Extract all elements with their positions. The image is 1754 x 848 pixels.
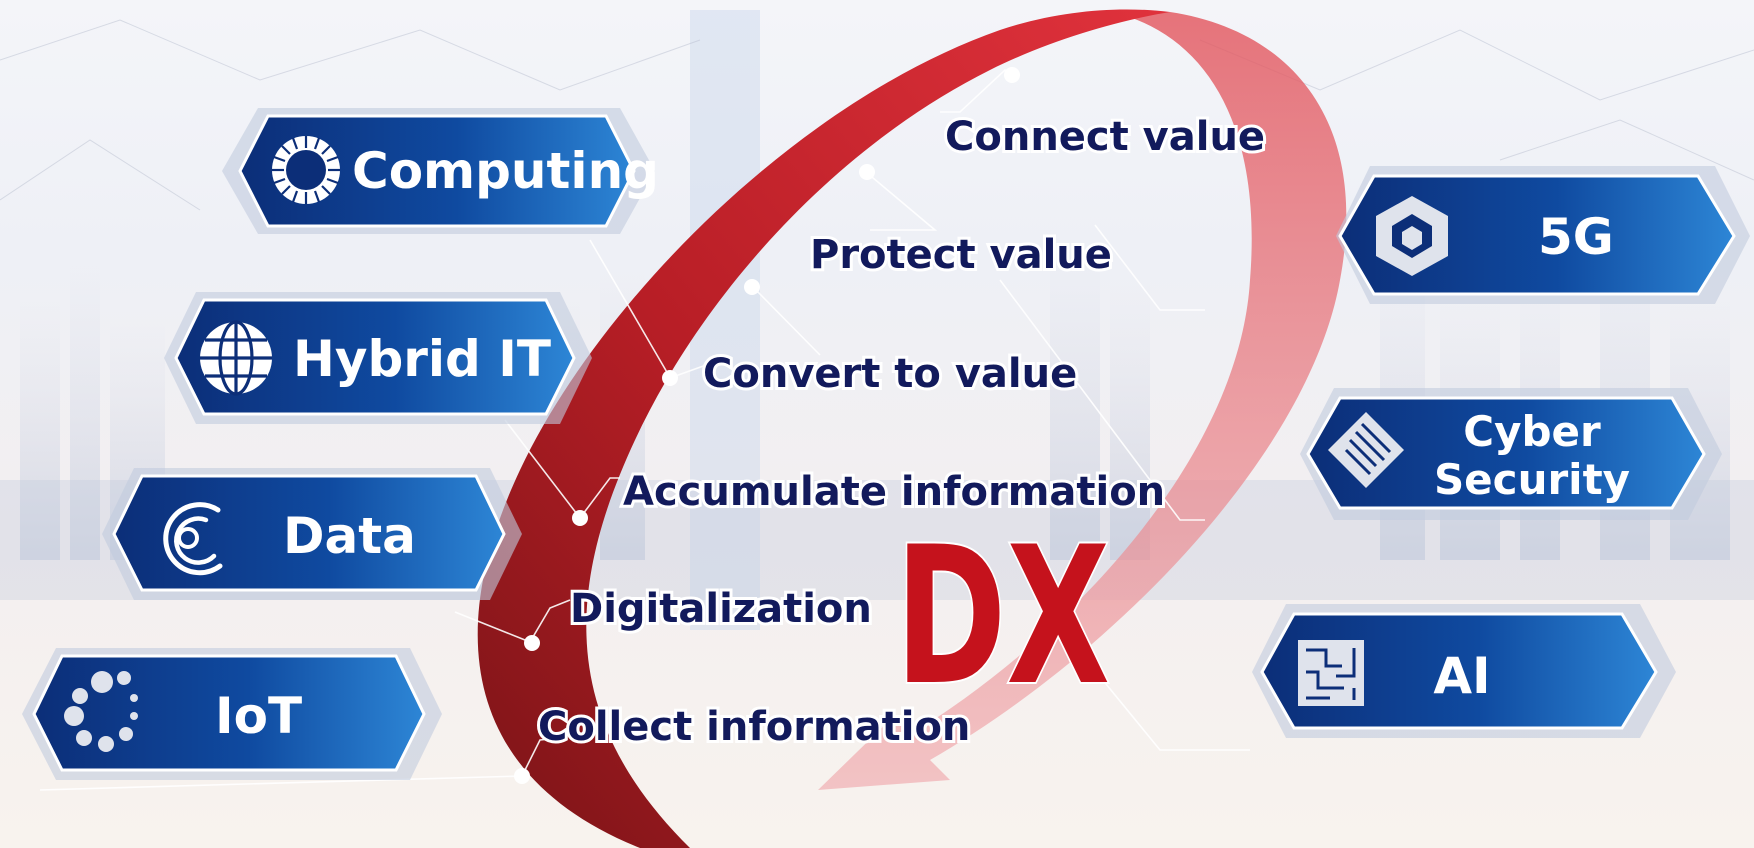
shield-stripes-icon [1328, 412, 1404, 488]
leader-lines [39, 68, 1250, 791]
step-nodes [514, 67, 1020, 784]
tile-label-cyber: Cyber [1463, 407, 1601, 456]
cycle-arrow-back [818, 12, 1347, 790]
node-connect-value [1004, 67, 1020, 83]
tile-label-5g: 5G [1538, 208, 1614, 266]
tile-hybrid-it: Hybrid IT [164, 292, 592, 424]
computing-ring-icon [272, 136, 340, 204]
step-label-digitalization: Digitalization [570, 586, 872, 632]
tile-cyber-security: Cyber Security [1300, 388, 1722, 520]
tile-label-ai: AI [1433, 647, 1490, 705]
node-collect-bottom [514, 768, 530, 784]
step-label-collect-information: Collect information [538, 704, 970, 750]
step-label-convert-to-value: Convert to value [703, 351, 1077, 397]
node-accumulate-information [662, 370, 678, 386]
tile-label-computing: Computing [352, 142, 659, 200]
step-label-accumulate-information: Accumulate information [623, 469, 1165, 515]
step-label-protect-value: Protect value [810, 232, 1112, 278]
data-arcs-icon [163, 502, 223, 576]
tile-iot: IoT [22, 648, 442, 780]
hexagon-5g-icon [1376, 196, 1448, 276]
dx-title: DX [895, 506, 1110, 727]
circuit-maze-icon [1298, 640, 1364, 706]
step-labels: Connect value Protect value Convert to v… [535, 111, 1268, 753]
node-digitalization [572, 510, 588, 526]
tile-label-iot: IoT [215, 687, 302, 745]
node-collect-information [524, 635, 540, 651]
tile-label-hybrid-it: Hybrid IT [293, 330, 551, 388]
tile-label-security: Security [1434, 455, 1630, 504]
cycle-arrow-front [477, 9, 1170, 848]
step-label-connect-value: Connect value [945, 114, 1265, 160]
node-convert-to-value [744, 279, 760, 295]
tile-data: Data [102, 468, 522, 600]
globe-icon [200, 320, 272, 396]
tile-5g: 5G [1336, 166, 1750, 304]
iot-dots-icon [64, 671, 138, 752]
tile-label-data: Data [283, 507, 416, 565]
node-protect-value [859, 164, 875, 180]
tile-ai: AI [1252, 604, 1676, 738]
tile-computing: Computing [222, 108, 659, 234]
